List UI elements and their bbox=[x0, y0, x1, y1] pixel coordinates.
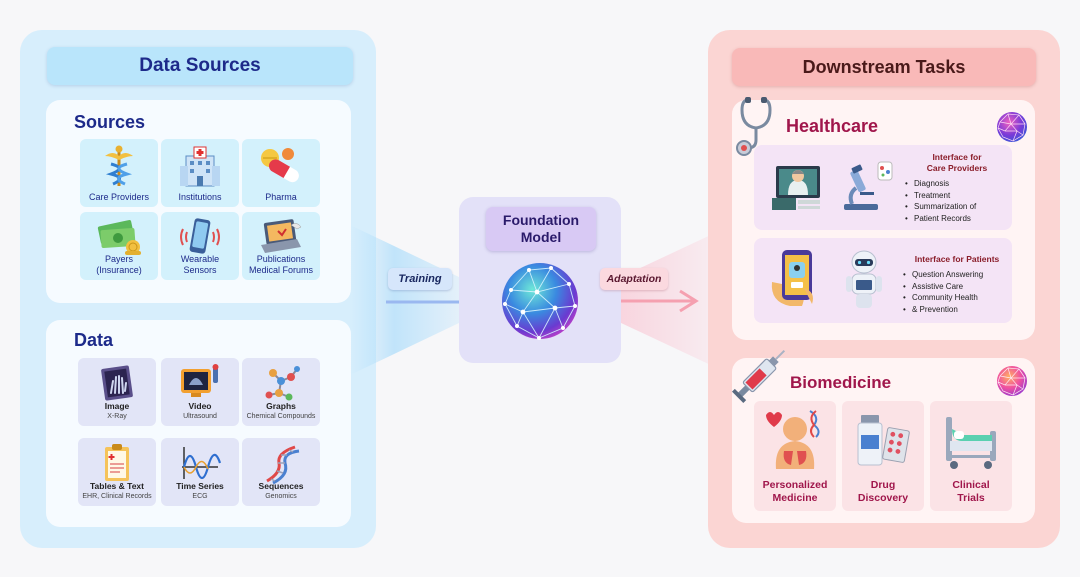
patients-text: Interface for Patients Question Answerin… bbox=[903, 254, 1011, 315]
data-time-series: Time Series ECG bbox=[161, 438, 239, 506]
source-label: Institutions bbox=[178, 192, 222, 202]
drug-discovery-tile: Drug Discovery bbox=[842, 401, 924, 511]
data-label: Tables & Text bbox=[89, 481, 144, 491]
care-providers-list: Diagnosis Treatment Summarization of Pat… bbox=[905, 178, 1009, 224]
data-sequences: Sequences Genomics bbox=[242, 438, 320, 506]
data-sublabel: Chemical Compounds bbox=[246, 413, 316, 420]
medicine-bottle-icon bbox=[853, 411, 913, 471]
tile-label-line2: Discovery bbox=[857, 492, 909, 504]
list-item: Question Answering bbox=[903, 269, 1011, 281]
healthcare-heading: Healthcare bbox=[786, 116, 879, 136]
ultrasound-icon bbox=[177, 363, 223, 403]
list-item: & Prevention bbox=[903, 304, 1011, 316]
tile-label-line1: Personalized bbox=[762, 479, 828, 491]
list-item: Summarization of bbox=[905, 201, 1009, 213]
tile-label-line1: Drug bbox=[870, 479, 896, 491]
adaptation-label: Adaptation bbox=[600, 268, 668, 290]
smartwatch-icon bbox=[177, 217, 223, 257]
downstream-tasks-title: Downstream Tasks bbox=[732, 48, 1036, 86]
source-label: Payers bbox=[104, 254, 133, 264]
waveform-icon bbox=[178, 443, 222, 483]
source-label: Wearable bbox=[180, 254, 220, 264]
dna-icon bbox=[259, 443, 303, 485]
syringe-icon bbox=[726, 340, 796, 408]
training-label: Training bbox=[388, 268, 452, 290]
data-sublabel: Ultrasound bbox=[183, 413, 217, 420]
source-label: Publications bbox=[256, 254, 306, 264]
list-item-continued: & Prevention bbox=[912, 304, 958, 314]
personalized-medicine-tile: Personalized Medicine bbox=[754, 401, 836, 511]
list-item: Patient Records bbox=[905, 213, 1009, 225]
robot-icon bbox=[842, 250, 886, 312]
data-label: Video bbox=[188, 401, 212, 411]
microscope-icon bbox=[838, 160, 894, 214]
list-item-continued: Patient Records bbox=[914, 213, 971, 223]
data-sublabel: EHR, Clinical Records bbox=[82, 493, 152, 500]
source-sublabel: Sensors bbox=[183, 265, 217, 275]
network-globe-small-icon bbox=[995, 110, 1029, 144]
fm-title-line1: Foundation bbox=[502, 212, 580, 228]
doctor-workstation-icon bbox=[768, 158, 826, 214]
data-label: Sequences bbox=[258, 481, 304, 491]
caduceus-icon bbox=[99, 144, 139, 190]
sources-heading: Sources bbox=[74, 112, 146, 132]
clinical-trials-tile: Clinical Trials bbox=[930, 401, 1012, 511]
data-sublabel: Genomics bbox=[265, 493, 297, 500]
phone-in-hand-icon bbox=[768, 248, 824, 310]
data-label: Graphs bbox=[266, 401, 296, 411]
network-globe-icon bbox=[499, 260, 581, 342]
source-wearable-sensors: Wearable Sensors bbox=[161, 212, 239, 280]
data-sources-title: Data Sources bbox=[47, 47, 353, 85]
laptop-icon bbox=[257, 217, 305, 257]
data-label: Time Series bbox=[176, 481, 224, 491]
tile-label-line1: Clinical bbox=[952, 479, 990, 491]
hospital-bed-icon bbox=[940, 411, 1002, 471]
list-item: Diagnosis bbox=[905, 178, 1009, 190]
molecule-icon bbox=[259, 363, 303, 403]
list-item: Assistive Care bbox=[903, 281, 1011, 293]
fm-title-line2: Model bbox=[520, 229, 562, 245]
patients-list: Question Answering Assistive Care Commun… bbox=[903, 269, 1011, 315]
source-institutions: Institutions bbox=[161, 139, 239, 207]
source-sublabel: (Insurance) bbox=[96, 265, 142, 275]
data-tables-text: Tables & Text EHR, Clinical Records bbox=[78, 438, 156, 506]
source-payers: Payers (Insurance) bbox=[80, 212, 158, 280]
tile-label-line2: Medicine bbox=[772, 492, 818, 504]
data-sublabel: X-Ray bbox=[107, 413, 127, 420]
stethoscope-icon bbox=[734, 96, 782, 162]
source-pharma: Pharma bbox=[242, 139, 320, 207]
data-video: Video Ultrasound bbox=[161, 358, 239, 426]
foundation-model-title: Foundation Model bbox=[486, 207, 596, 251]
list-item: Community Health bbox=[903, 292, 1011, 304]
data-graphs: Graphs Chemical Compounds bbox=[242, 358, 320, 426]
source-label: Pharma bbox=[265, 192, 297, 202]
source-label: Care Providers bbox=[88, 192, 150, 202]
money-icon bbox=[95, 217, 143, 257]
hospital-icon bbox=[178, 144, 222, 188]
tile-label-line2: Trials bbox=[957, 492, 985, 504]
network-globe-small-icon bbox=[995, 364, 1029, 398]
biomedicine-heading: Biomedicine bbox=[790, 373, 892, 392]
care-providers-text: Interface for Care Providers Diagnosis T… bbox=[905, 152, 1009, 224]
patient-lungs-icon bbox=[764, 407, 826, 469]
clipboard-icon bbox=[97, 443, 137, 485]
data-label: Image bbox=[104, 401, 130, 411]
pills-icon bbox=[258, 144, 304, 188]
source-publications: Publications Medical Forums bbox=[242, 212, 320, 280]
care-providers-title-line2: Care Providers bbox=[926, 163, 988, 173]
source-care-providers: Care Providers bbox=[80, 139, 158, 207]
source-sublabel: Medical Forums bbox=[248, 265, 313, 275]
data-heading: Data bbox=[74, 330, 114, 350]
xray-icon bbox=[97, 363, 137, 403]
list-item: Treatment bbox=[905, 190, 1009, 202]
data-image: Image X-Ray bbox=[78, 358, 156, 426]
care-providers-title-line1: Interface for bbox=[932, 152, 982, 162]
data-sublabel: ECG bbox=[192, 493, 208, 500]
patients-title: Interface for Patients bbox=[914, 254, 1000, 264]
